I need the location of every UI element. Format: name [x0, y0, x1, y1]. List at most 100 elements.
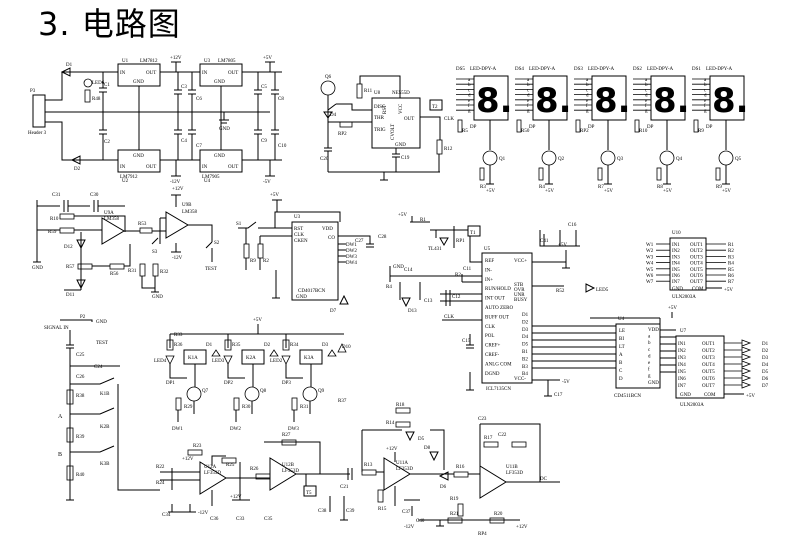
display-res-label: RP2	[580, 129, 589, 134]
input-section: SIGNAL IN P2 GND TEST C25 C24 C26 R38 R3…	[44, 315, 160, 501]
display-part: LED-DPY-A	[647, 67, 673, 72]
tp-t5-label: T5	[306, 491, 312, 496]
display-transistor	[718, 150, 734, 166]
node-b: B	[58, 452, 62, 458]
rail-p12-a: +12V	[170, 56, 182, 61]
u1-pin-gnd: GND	[133, 80, 144, 85]
adc-led5: LED5	[596, 288, 609, 293]
cap-c9-label: C9	[261, 139, 267, 144]
u12a-part: LF353D	[204, 471, 221, 476]
display-emitter-wire	[604, 165, 612, 185]
relay-led-res	[224, 339, 232, 351]
display-ref: DS2	[633, 67, 642, 72]
amp-r21: R21	[450, 512, 459, 517]
filter-test: TEST	[205, 267, 217, 272]
display-base-res-label: R7	[598, 185, 604, 190]
amp-r22: R22	[156, 465, 165, 470]
relay-wires	[169, 364, 196, 422]
decoder-pin-label: c	[648, 348, 651, 353]
display-res	[516, 119, 522, 133]
uln-top-r: R2	[728, 249, 734, 254]
tl431-label: TL431	[428, 247, 442, 252]
adc-c41: C41	[540, 239, 549, 244]
decoder-pin-label: d	[648, 354, 651, 359]
connector-p3	[32, 94, 46, 128]
display-body	[473, 75, 509, 121]
rp3-symbol	[511, 441, 527, 448]
amp-r14: R14	[386, 421, 395, 426]
uln-bot-d: D2	[762, 349, 769, 354]
display-seg-pin: f	[527, 104, 529, 109]
uln-bot-in: IN3	[678, 356, 686, 361]
relay-section: +5V R36LED4K1AD1Q7R29DW1DP1R35LED3K2AD2Q…	[154, 318, 351, 432]
input-gnd: GND	[96, 320, 107, 325]
uln-bot-led	[741, 353, 752, 361]
amp-r19: R19	[450, 497, 459, 502]
relay-coil-label: K3A	[304, 356, 314, 361]
rail-p5-a: +5V	[263, 56, 272, 61]
adc-digit-pin: D1	[522, 313, 529, 318]
r10-label: R10	[50, 217, 59, 222]
r48-symbol	[84, 89, 91, 103]
counter-section: U3 RST CLK CKEN VDD CO GND CD4017BCN +5V…	[236, 193, 387, 314]
uln-bot-led	[741, 381, 752, 389]
display-base-res	[656, 167, 662, 181]
amp-dc: DC	[540, 477, 548, 482]
u4-pin-in: IN	[202, 165, 208, 170]
uln-bot-in: IN6	[678, 377, 686, 382]
u2-pin-gnd: GND	[133, 154, 144, 159]
uln-bot-out: OUT4	[702, 363, 715, 368]
adc-c16: C16	[568, 223, 577, 228]
adc-pin-label: INT OUT	[485, 297, 505, 302]
adc-pin-label: RUN/HOLD	[485, 287, 511, 292]
u2-part: LM7912	[120, 175, 138, 180]
r2-counter	[257, 243, 264, 259]
uln-top-in: IN4	[672, 262, 680, 267]
u11b-part: LF353D	[506, 471, 523, 476]
r20-symbol	[489, 517, 505, 524]
display-transistor-label: Q2	[558, 157, 565, 162]
display-res	[575, 119, 581, 133]
adc-rail-m: -5V	[562, 380, 570, 385]
uln-top-r: R3	[728, 255, 734, 260]
uln-bot-in: IN1	[678, 342, 686, 347]
u9a-part: LM358	[104, 217, 120, 222]
relay-led-label: LED2	[270, 359, 283, 364]
u3-part: LM7805	[218, 59, 236, 64]
display-body	[650, 75, 686, 121]
uln-top-com: COM	[692, 287, 704, 292]
display-ref: DS4	[515, 67, 524, 72]
display-seg-pin: d	[645, 94, 648, 99]
uln-top-in: IN5	[672, 268, 680, 273]
uln-top-out: OUT5	[690, 268, 703, 273]
uln-bot-led	[741, 374, 752, 382]
r19-symbol	[457, 503, 464, 517]
display-seg-pin: d	[468, 94, 471, 99]
amp-c22: C22	[498, 433, 507, 438]
adc-c15: C15	[462, 339, 471, 344]
r53-symbol	[139, 227, 153, 234]
display-seg-pin: c	[704, 88, 707, 93]
amp-c39: C39	[346, 509, 355, 514]
r16-symbol	[453, 471, 469, 478]
display-glyph: 8.	[653, 81, 690, 121]
display-seg-pin: b	[527, 83, 530, 88]
cd4017-pin-co: CO	[328, 236, 335, 241]
amp-c34: C34	[162, 513, 171, 518]
relay-dw-label: DW1	[172, 427, 183, 432]
display-seg-pin: f	[645, 104, 647, 109]
display-seg-pin: g	[704, 109, 707, 114]
cd4017-pin-vdd: VDD	[322, 227, 333, 232]
uln-bot-in: IN7	[678, 384, 686, 389]
adc-digit-pin: D3	[522, 328, 529, 333]
adc-c17: C17	[554, 393, 563, 398]
u12b-opamp	[269, 457, 297, 491]
r40-symbol	[66, 465, 74, 481]
relay-k1b: K1B	[100, 392, 110, 397]
page-heading: 3. 电路图	[38, 5, 181, 43]
cap-c4-label: C4	[181, 139, 187, 144]
counter-c28: C28	[378, 235, 387, 240]
relay-transistor	[186, 386, 202, 402]
